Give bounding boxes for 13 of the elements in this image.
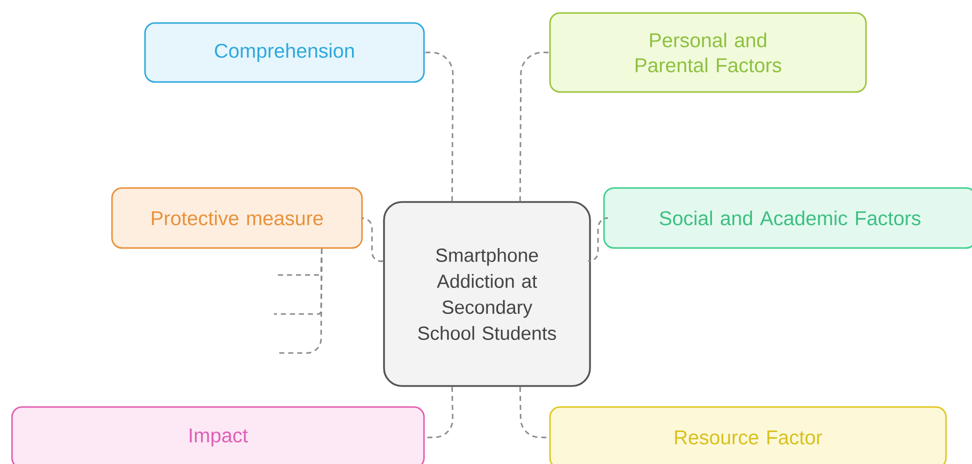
connector — [274, 248, 322, 315]
topic-box: Comprehension — [144, 22, 425, 83]
connector — [424, 386, 454, 438]
topic-box: Social and Academic Factors — [603, 187, 972, 249]
connector — [519, 386, 550, 438]
topic-box: Protective measure — [111, 187, 363, 249]
topic-box: Personal and Parental Factors — [549, 12, 867, 93]
connector — [278, 248, 322, 354]
central-topic-box: Smartphone Addiction at Secondary School Students — [383, 201, 591, 387]
connector — [519, 52, 550, 202]
connector — [424, 52, 454, 202]
topic-box: Impact — [11, 406, 425, 464]
topic-box: Resource Factor — [549, 406, 947, 464]
